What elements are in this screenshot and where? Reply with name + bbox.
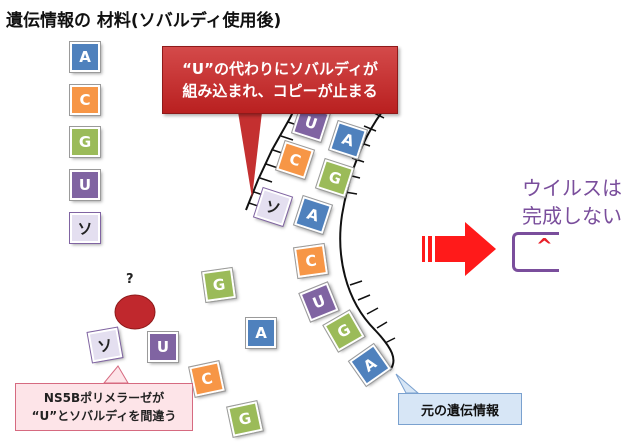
polymerase-tile-label: ソ [96,335,115,356]
blue-callout-pointer [395,373,420,394]
polymerase-tile-sovaldi: ソ [86,326,124,364]
legend-tile-c-label: C [79,91,91,109]
strand-tile-label: C [286,149,304,171]
strand-tile-label: ソ [262,196,283,219]
legend-tile-g-label: G [78,133,92,151]
legend-tile-a-label: A [79,48,91,66]
free-tile-c: C [188,360,226,398]
free-tile-label: C [199,369,215,389]
incomplete-virus-mark: ^ [536,234,553,258]
legend-tile-a: A [69,41,101,73]
free-tile-label: A [255,324,267,342]
legend-tile-u-label: U [78,176,92,194]
polymerase-tile-u: U [147,331,179,363]
legend-tile-sovaldi: ソ [69,212,101,244]
original-strand-rungs [344,111,396,344]
legend-tile-u: U [69,169,101,201]
incomplete-virus-shape [512,232,559,272]
red-callout-pointer [238,112,262,198]
virus-line2: 完成しない [522,204,622,228]
legend-tile-c: C [69,84,101,116]
free-tile-g-lower: G [226,400,264,438]
ns5b-polymerase [114,294,156,330]
virus-line1: ウイルスは [522,176,622,200]
sovaldi-incorporated-callout: “U”の代わりにソバルディが 組み込まれ、コピーが止まる [162,46,398,114]
strand-tile-label: A [360,354,380,376]
strand-tile-label: A [339,129,357,151]
strand-tile-label: U [302,112,320,134]
legend-tile-g: G [69,126,101,158]
callout-red-line2: 組み込まれ、コピーが止まる [182,82,378,100]
virus-incomplete-text: ウイルスは 完成しない [522,174,622,230]
polymerase-tile-label: U [156,338,170,356]
free-tile-g-upper: G [200,266,238,304]
strand-tile-label: G [334,320,354,342]
free-tile-a: A [245,317,277,349]
diagram-title: 遺伝情報の 材料(ソバルディ使用後) [6,11,282,31]
pink-callout-pointer [102,365,129,384]
polymerase-mistake-callout: NS5Bポリメラーゼが “U”とソバルディを間違う [15,383,193,431]
result-arrow [422,222,496,276]
legend-tile-sovaldi-label: ソ [77,219,93,238]
original-info-callout: 元の遺伝情報 [398,393,522,425]
strand-tile-c-orig: C [292,242,330,280]
free-tile-label: G [211,275,227,295]
strand-tile-label: A [304,204,322,226]
strand-tile-label: G [326,167,344,189]
callout-pink-line2: “U”とソバルディを間違う [31,409,177,423]
strand-tile-label: C [304,251,318,271]
callout-red-line1: “U”の代わりにソバルディが [182,60,378,78]
strand-tile-label: U [309,291,329,313]
question-mark: ? [126,272,134,287]
free-tile-label: G [237,408,253,430]
callout-pink-line1: NS5Bポリメラーゼが [43,391,165,405]
